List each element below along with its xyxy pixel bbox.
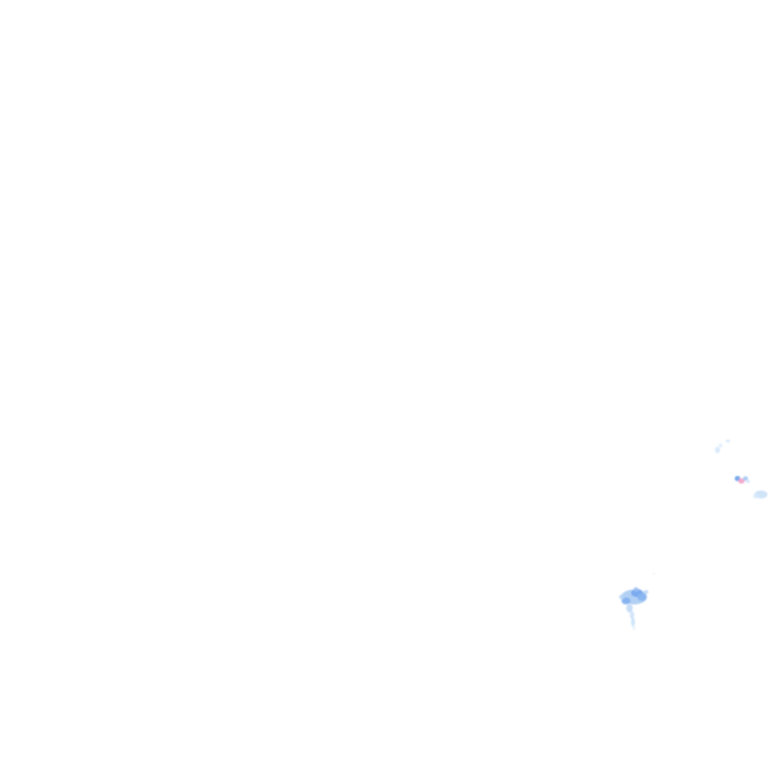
islet-cluster-with-pink-blob	[738, 478, 745, 484]
islet-tiny-dash	[725, 439, 731, 443]
speck-faint-blob	[652, 572, 656, 576]
island-main-head-blob	[637, 593, 647, 601]
islet-faint-streak	[714, 443, 723, 454]
speck-faint	[652, 572, 656, 576]
islet-faint-streak-blob	[718, 443, 723, 448]
island-main-head-blob	[621, 597, 631, 605]
islet-cluster-with-pink-blob	[742, 476, 749, 481]
islet-cluster-with-pink	[734, 475, 750, 484]
islet-cluster-with-pink-blob	[746, 480, 750, 483]
island-main-tail-blob	[632, 625, 636, 631]
island-main-tail-blob	[631, 617, 635, 627]
island-main-head-blob	[643, 590, 649, 594]
island-main-tail-blob	[626, 603, 633, 613]
island-main-head	[619, 587, 649, 605]
islet-right-edge-blob	[753, 493, 759, 499]
islet-right-edge	[753, 490, 768, 499]
islet-tiny-dash-blob	[725, 439, 731, 443]
islet-faint-streak-blob	[714, 446, 721, 454]
island-main-head-blob	[633, 587, 639, 592]
island-main-tail-blob	[629, 611, 635, 619]
island-main-head-blob	[619, 594, 625, 600]
island-main-tail	[626, 603, 636, 631]
